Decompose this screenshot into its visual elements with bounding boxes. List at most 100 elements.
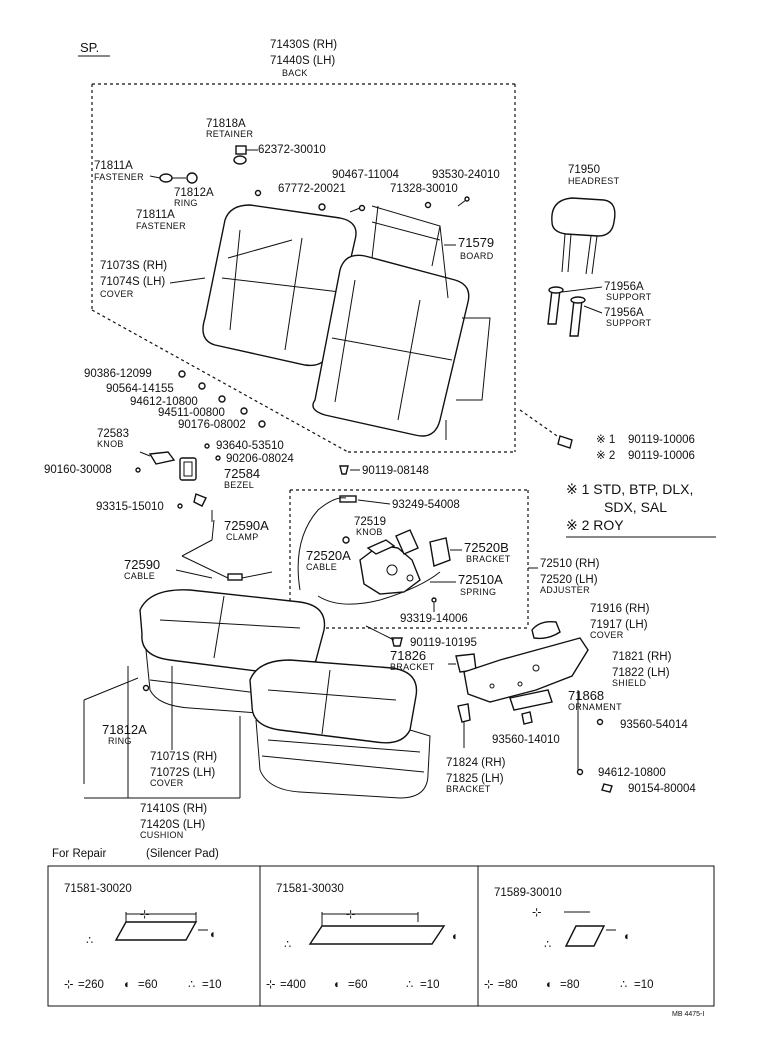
width-icon: ◐ [210,929,217,941]
screw-90119-10195: 90119-10195 [410,637,477,649]
adjuster-name: ADJUSTER [540,585,590,595]
fastener-bottom-pn: 71811A [136,209,175,221]
ring-top-name: RING [174,198,198,208]
repair-box-3-qty: =10 [634,979,654,991]
board-name: BOARD [460,251,494,261]
fastener-top-pn: 71811A [94,160,133,172]
screw-90206: 90206-08024 [226,453,294,465]
length-icon: ⊹ [64,979,74,991]
quantity-icon: ∴ [620,979,627,991]
repair-box-2-len: =400 [280,979,306,991]
back-pn-rh: 71430S (RH) [270,39,337,51]
repair-box-2-pn: 71581-30030 [276,883,344,895]
bolt-67772-part [318,203,326,211]
screw-93640: 93640-53510 [216,440,284,452]
knob-inner-name: KNOB [356,527,383,537]
bolt-right-pn1: 90119-10006 [628,434,695,446]
screw-90119-08148: 90119-08148 [362,465,429,477]
cushion-name: CUSHION [140,830,184,840]
footer-code: MB 4475-I [672,1011,704,1018]
fastener-top-name: FASTENER [94,172,144,182]
repair-box-1-qty: =10 [202,979,222,991]
ring-bottom-name: RING [108,736,132,746]
note-line2: SDX, SAL [604,499,667,515]
spring-name: SPRING [460,587,496,597]
bolt-62372: 62372-30010 [258,144,326,156]
headrest-pn: 71950 [568,164,600,176]
width-icon: ◐ [124,979,131,991]
cover-side-part [531,620,561,640]
shield-pn-rh: 71821 (RH) [612,651,672,663]
screw-90160: 90160-30008 [44,464,112,476]
bracket-71826-name: BRACKET [390,662,435,672]
cable-inner-pn: 72520A [306,548,351,563]
cushion-cover-name: COVER [150,778,184,788]
knob-inner-pn: 72519 [354,516,386,528]
cable-left-part [175,519,273,581]
length-icon: ⊹ [346,909,356,921]
bracket-adj-pn: 72520B [464,540,509,555]
ring-top-pn: 71812A [174,187,214,199]
length-icon: ⊹ [532,907,542,919]
repair-frame [47,865,715,1007]
knob-left-part [139,451,176,465]
screw-93315: 93315-15010 [96,501,164,513]
bolt-93530: 93530-24010 [432,169,500,181]
repair-box-1-pn: 71581-30020 [64,883,132,895]
adjuster-part [297,497,451,605]
screw-90154: 90154-80004 [628,783,696,795]
support-b-pn: 71956A [604,307,644,319]
ornament-name: ORNAMENT [568,702,622,712]
knob-inner-part [342,536,350,544]
screw-93315-part [177,503,183,509]
bolt-90467: 90467-11004 [332,169,400,181]
width-icon: ◐ [334,979,341,991]
screw-93560-54014: 93560-54014 [620,719,688,731]
length-icon: ⊹ [484,979,494,991]
bracket-71826-pn: 71826 [390,648,426,663]
fastener-part [149,172,198,184]
note-line3: ※ 2 ROY [566,517,624,533]
back-group-outline [91,83,516,453]
quantity-icon: ∴ [284,939,291,951]
screw-93560-14010: 93560-14010 [492,734,560,746]
back-pn-lh: 71440S (LH) [270,55,335,67]
cable-left-name: CABLE [124,571,155,581]
screw-93640-part [204,443,210,449]
bolt-90467-part [349,204,366,213]
screw-94612-part [576,768,584,776]
ring-bottom-pn: 71812A [102,722,147,737]
cover-side-pn-rh: 71916 (RH) [590,603,650,615]
repair-subtitle: (Silencer Pad) [146,848,219,860]
ring-bottom-part [142,684,150,692]
screw-94612-lower: 94612-10800 [598,767,666,779]
quantity-icon: ∴ [188,979,195,991]
screw-90206-part [215,455,221,461]
seat-cushion-right [249,659,431,799]
quantity-icon: ∴ [86,935,93,947]
silencer-pad-3 [564,925,606,947]
screw-90119-08148-part [339,465,360,475]
bolt-67772: 67772-20021 [278,183,346,195]
width-icon: ◐ [452,931,459,943]
seat-cushion-left [139,589,326,717]
support-b-name: SUPPORT [606,318,652,328]
shield-pn-lh: 71822 (LH) [612,667,670,679]
repair-box-1-wid: =60 [138,979,158,991]
headrest-part [551,197,616,275]
bracket-71824-name: BRACKET [446,784,491,794]
bezel-pn: 72584 [224,466,260,481]
support-a-name: SUPPORT [606,292,652,302]
repair-box-1-len: =260 [78,979,104,991]
screw-90119-10195-part [365,625,403,647]
back-cover-pn-lh: 71074S (LH) [100,276,165,288]
repair-box-3-pn: 71589-30010 [494,887,562,899]
screw-90154-part [601,783,613,793]
repair-box-2: 71581-30030 ⊹ ∴ ◐ ⊹ =400 ◐ =60 ∴ =10 [266,883,459,991]
fastener-bottom-name: FASTENER [136,221,186,231]
bolt-71328: 71328-30010 [390,183,458,195]
small-parts-glyphs [178,370,266,428]
adjuster-pn-rh: 72510 (RH) [540,558,600,570]
knob-left-name: KNOB [97,439,124,449]
